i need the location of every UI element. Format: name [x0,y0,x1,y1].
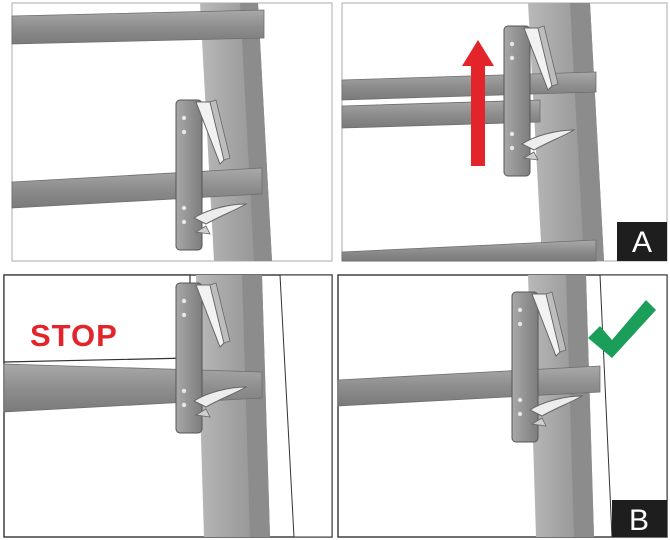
checkmark-icon [588,300,656,358]
panel-label-b: B [612,500,667,537]
panel-label-b-text: B [629,504,649,537]
up-arrow-icon [462,40,494,166]
panel-label-a-text: A [632,226,652,259]
panel-a-left [11,2,333,262]
stop-label: STOP [30,318,118,353]
panel-b-left: STOP [3,274,333,538]
panel-a-right: A [341,2,668,262]
panel-b-right: B [337,274,668,538]
panel-label-a: A [617,222,667,261]
